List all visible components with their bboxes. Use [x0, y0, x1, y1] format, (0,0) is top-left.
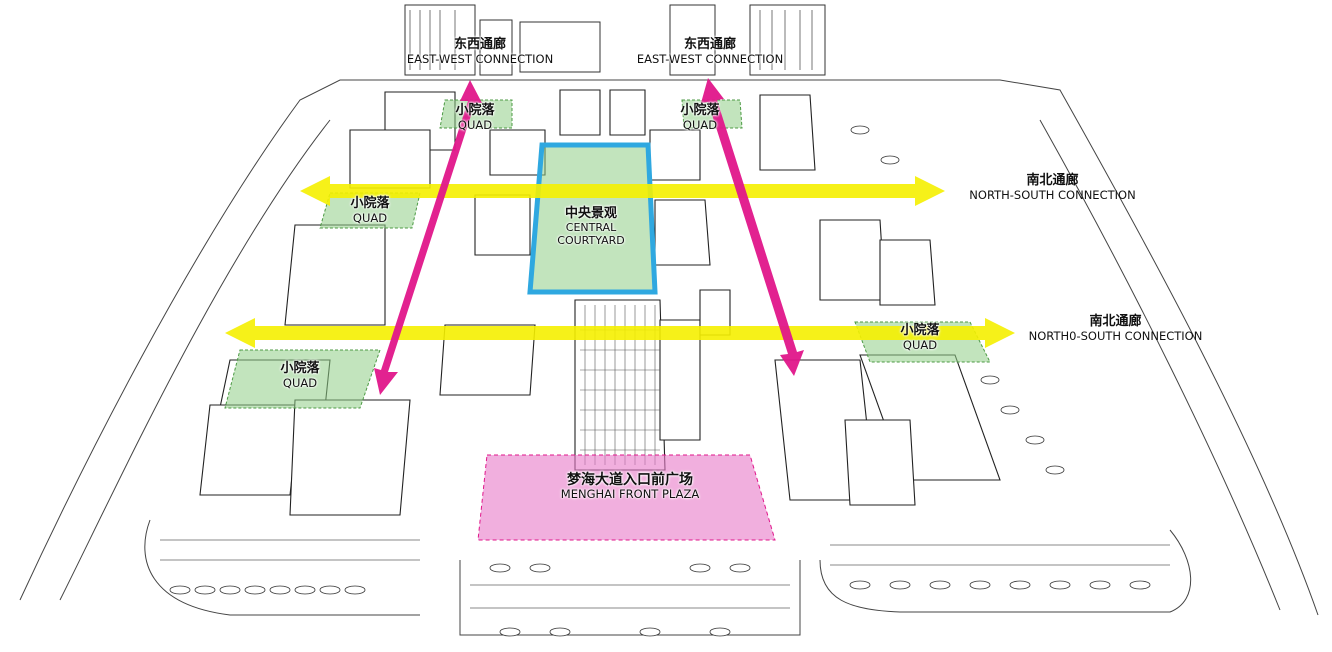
label-cn: 小院落	[350, 196, 390, 211]
label-en: QUAD	[457, 117, 493, 132]
ew-arrow-left	[374, 80, 482, 395]
label-en-line-1: CENTRAL	[565, 220, 617, 234]
label-cn: 中央景观	[564, 206, 617, 221]
label-cn: 东西通廊	[453, 37, 506, 52]
ew-arrow-right	[701, 78, 804, 376]
background-towers	[404, 4, 826, 76]
east-west-connection-label-right: 东西通廊 EAST-WEST CONNECTION	[625, 37, 795, 66]
label-en: EAST-WEST CONNECTION	[636, 51, 784, 66]
road-outlines	[19, 79, 1319, 636]
quad-label-2: 小院落 QUAD	[665, 103, 735, 132]
central-courtyard-outline	[527, 142, 658, 295]
quad-zones	[224, 99, 991, 409]
label-cn: 东西通廊	[683, 37, 736, 52]
front-plaza-label: 梦海大道入口前广场 MENGHAI FRONT PLAZA	[520, 472, 740, 501]
label-en-line-2: COURTYARD	[557, 233, 625, 247]
north-south-connection-label-bottom: 南北通廊 NORTH0-SOUTH CONNECTION	[1018, 314, 1213, 343]
ns-arrow-bottom	[225, 318, 1015, 348]
east-west-arrows	[374, 78, 804, 395]
quad-label-1: 小院落 QUAD	[440, 103, 510, 132]
label-en: QUAD	[282, 375, 318, 390]
quad-zone-4	[224, 349, 381, 409]
label-en: MENGHAI FRONT PLAZA	[560, 487, 700, 502]
east-west-connection-label-left: 东西通廊 EAST-WEST CONNECTION	[395, 37, 565, 66]
label-en: QUAD	[682, 117, 718, 132]
central-courtyard-label: 中央景观 CENTRAL COURTYARD	[543, 206, 639, 247]
front-plaza-zone	[477, 454, 776, 541]
quad-label-4: 小院落 QUAD	[260, 361, 340, 390]
central-courtyard-zone	[527, 142, 658, 295]
label-cn: 小院落	[900, 323, 940, 338]
label-en: NORTH0-SOUTH CONNECTION	[1028, 328, 1203, 343]
label-en: QUAD	[352, 210, 388, 225]
label-cn: 小院落	[455, 103, 495, 118]
north-south-connection-label-top: 南北通廊 NORTH-SOUTH CONNECTION	[955, 173, 1150, 202]
north-south-arrows	[225, 176, 1015, 348]
label-cn: 南北通廊	[1089, 314, 1142, 329]
label-cn: 小院落	[280, 361, 320, 376]
label-en: NORTH-SOUTH CONNECTION	[969, 187, 1136, 202]
central-courtyard-fill	[530, 145, 655, 292]
label-cn: 梦海大道入口前广场	[567, 472, 693, 488]
quad-zone-1	[439, 99, 513, 129]
label-cn: 小院落	[680, 103, 720, 118]
label-cn: 南北通廊	[1026, 173, 1079, 188]
label-en: EAST-WEST CONNECTION	[406, 51, 554, 66]
tree-symbols	[169, 125, 1151, 637]
quad-label-3: 小院落 QUAD	[330, 196, 410, 225]
label-en: QUAD	[902, 337, 938, 352]
ns-arrow-top	[300, 176, 945, 206]
quad-label-5: 小院落 QUAD	[875, 323, 965, 352]
